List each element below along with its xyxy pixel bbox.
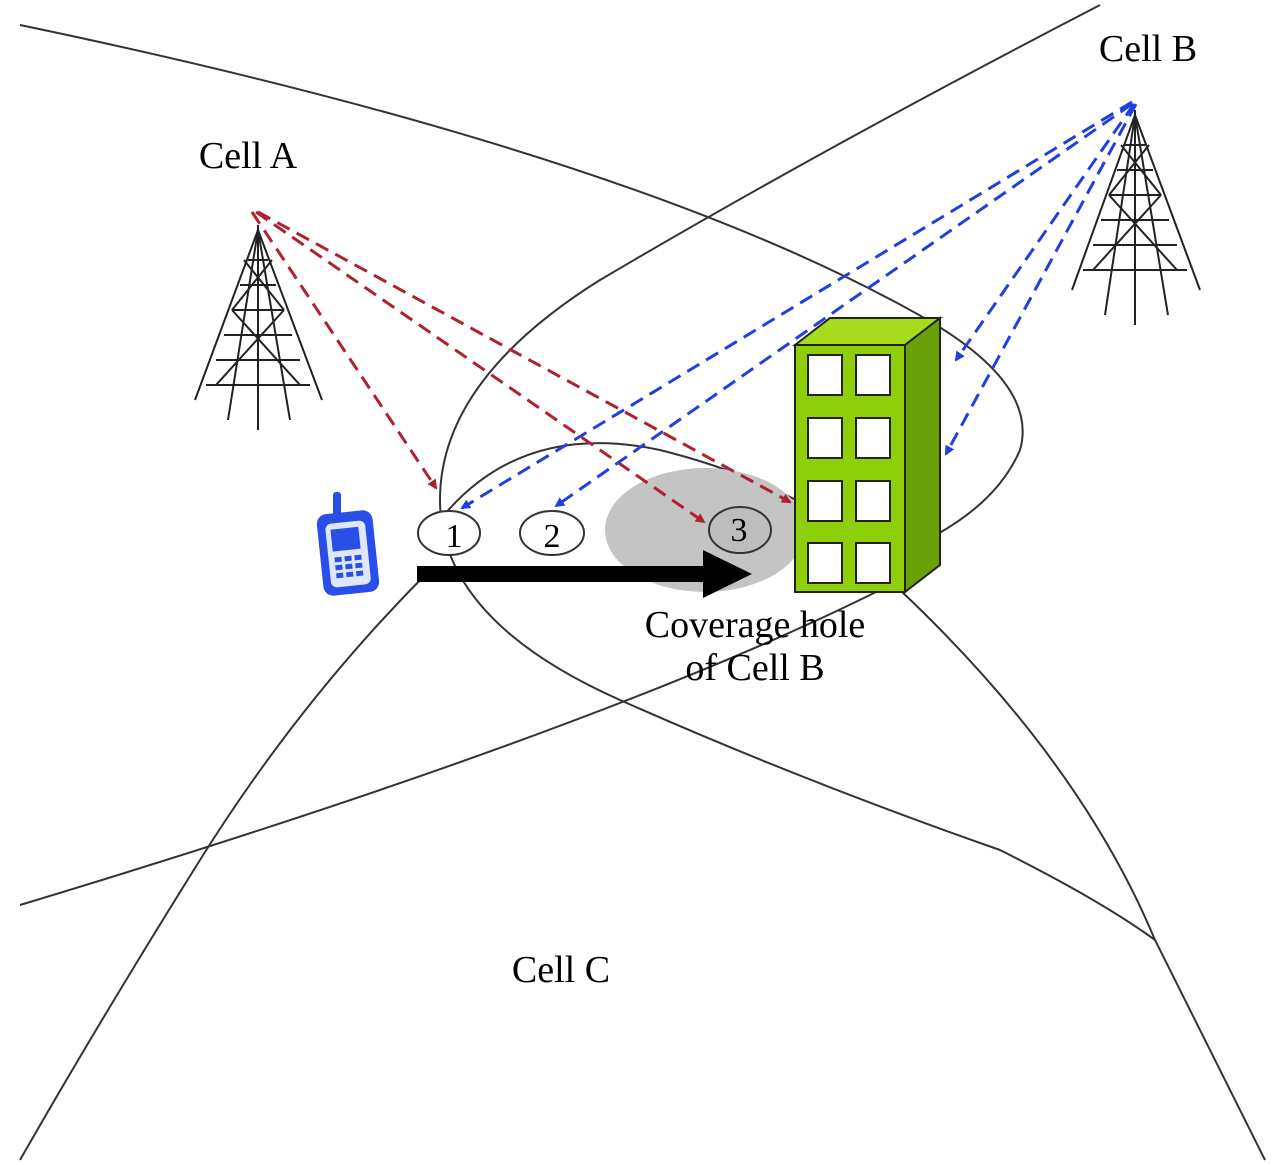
mobile-phone-icon: [316, 492, 380, 596]
coverage-hole-label-line1: Coverage hole: [645, 604, 866, 646]
position-1-marker: [417, 510, 481, 556]
cell-b-label: Cell B: [1099, 28, 1197, 70]
boundary-right-descend: [899, 589, 1266, 1161]
tower-cell-a-icon: [194, 225, 323, 430]
coverage-hole-label-line2: of Cell B: [685, 647, 824, 689]
position-2-marker: [519, 510, 585, 556]
cell-c-label: Cell C: [512, 949, 610, 991]
signal-a-to-building: [257, 210, 792, 504]
signal-b-to-pos2: [554, 102, 1133, 508]
position-markers: 1 2 3: [417, 506, 772, 556]
movement-arrow: [417, 550, 752, 598]
position-3-label: 3: [731, 512, 748, 549]
cell-a-label: Cell A: [199, 135, 298, 177]
position-2-label: 2: [544, 518, 561, 555]
signal-a-to-pos3: [255, 210, 706, 524]
cell-b-signals: [460, 100, 1138, 510]
signal-b-to-building-side-lower: [944, 103, 1138, 456]
position-1-label: 1: [446, 518, 463, 555]
building-icon: [792, 315, 943, 595]
position-3-marker: [708, 506, 772, 554]
boundary-left-descend: [19, 569, 431, 1161]
signal-b-to-building-side-upper: [954, 103, 1136, 362]
cell-a-signals: [250, 210, 792, 524]
cell-boundaries: [19, 4, 1266, 1161]
coverage-hole-area: [605, 468, 805, 592]
boundary-top-curve: [19, 24, 1024, 561]
tower-cell-b-icon: [1071, 110, 1201, 325]
signal-a-to-pos1: [250, 211, 438, 490]
